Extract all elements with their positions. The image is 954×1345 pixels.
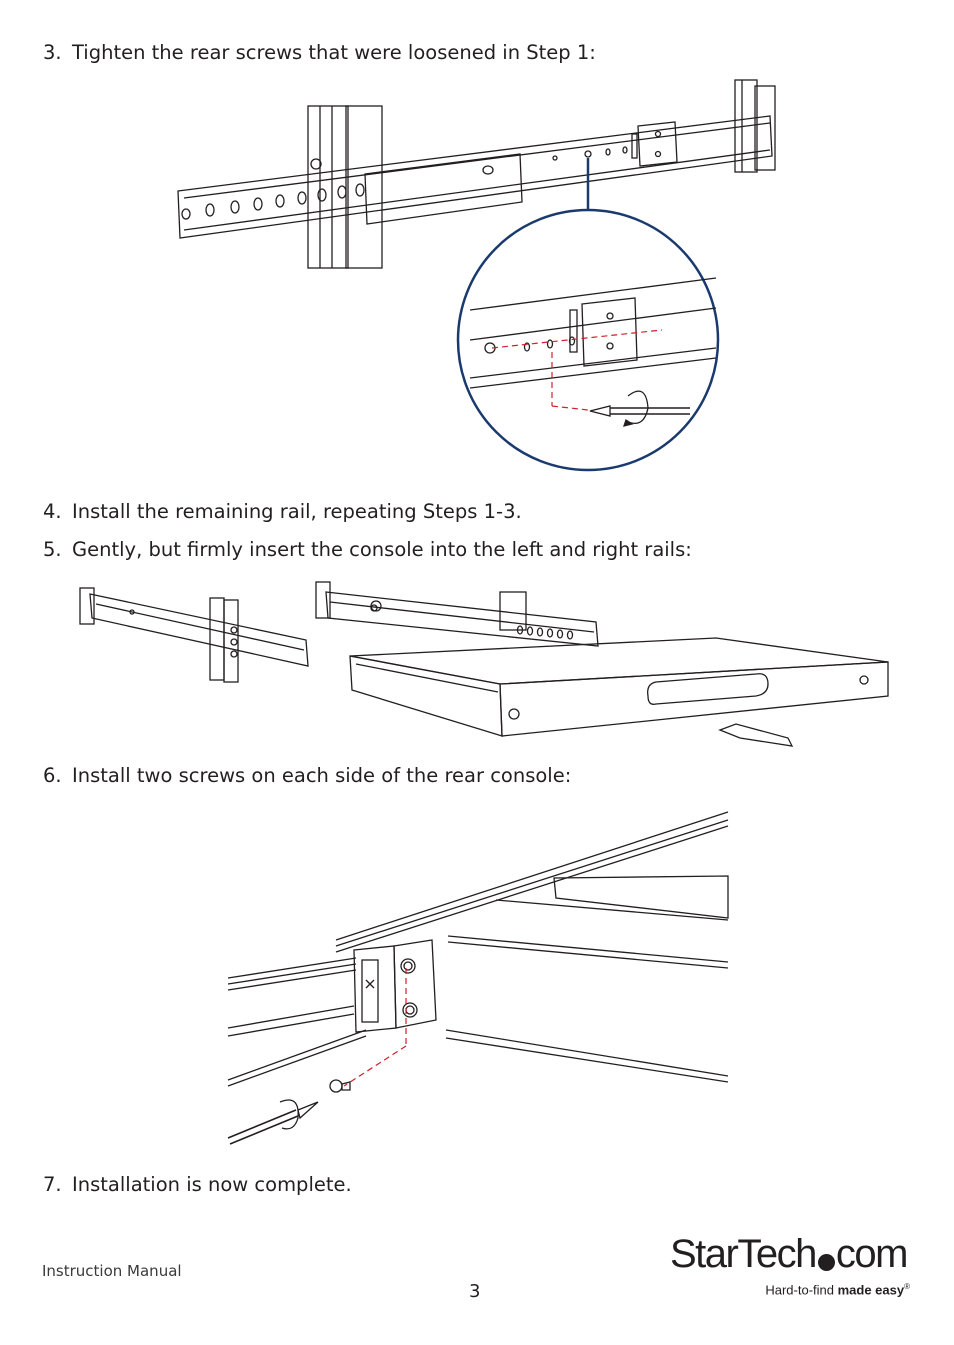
- step-7: 7. Installation is now complete.: [43, 1173, 352, 1197]
- step-6: 6. Install two screws on each side of the…: [43, 764, 571, 788]
- rear-console-screw-figure: [227, 811, 729, 1145]
- logo-wordmark-left: StarTech: [670, 1232, 817, 1276]
- step-number: 3.: [43, 41, 62, 64]
- rail-rear-screw-figure: [177, 79, 776, 472]
- page-number: 3: [469, 1281, 481, 1302]
- tagline-bold: made easy: [837, 1282, 905, 1298]
- logo-wordmark-right: com: [835, 1232, 909, 1276]
- step-text: Install the remaining rail, repeating St…: [72, 500, 522, 523]
- step-4: 4. Install the remaining rail, repeating …: [43, 500, 522, 524]
- step-text: Tighten the rear screws that were loosen…: [72, 41, 596, 64]
- step-number: 5.: [43, 538, 62, 561]
- trademark-symbol: ®: [904, 1282, 910, 1291]
- footer-document-label: Instruction Manual: [42, 1262, 182, 1280]
- step-number: 6.: [43, 764, 62, 787]
- step-text: Installation is now complete.: [72, 1173, 352, 1196]
- console-insert-figure: [79, 581, 889, 747]
- startech-logo: StarTech com Hard-to-find made easy®: [668, 1232, 912, 1304]
- step-number: 7.: [43, 1173, 62, 1196]
- step-text: Install two screws on each side of the r…: [72, 764, 572, 787]
- tagline-plain: Hard-to-find: [765, 1282, 838, 1298]
- step-number: 4.: [43, 500, 62, 523]
- step-3: 3. Tighten the rear screws that were loos…: [43, 41, 596, 65]
- step-5: 5. Gently, but firmly insert the console …: [43, 538, 692, 562]
- logo-wordmark: StarTech com: [670, 1232, 909, 1277]
- step-text: Gently, but firmly insert the console in…: [72, 538, 692, 561]
- logo-tagline: Hard-to-find made easy®: [765, 1282, 910, 1297]
- logo-dot-icon: [817, 1254, 835, 1271]
